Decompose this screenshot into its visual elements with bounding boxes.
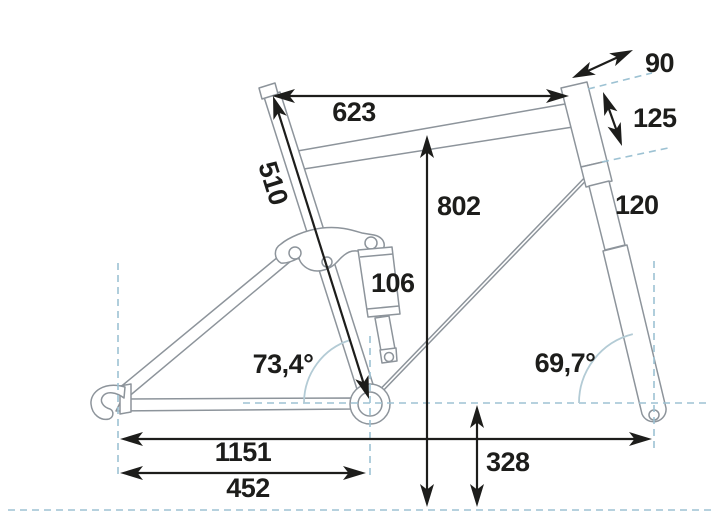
arrowhead bbox=[120, 432, 143, 446]
top-tube bbox=[285, 103, 574, 172]
arrowhead bbox=[470, 484, 484, 507]
rear-dropout-hook bbox=[90, 384, 126, 421]
head-angle-arc bbox=[578, 333, 634, 404]
arrowhead bbox=[470, 405, 484, 428]
chainstay-tube bbox=[115, 397, 354, 412]
rocker-pivot-left bbox=[288, 246, 302, 260]
shock-body bbox=[357, 246, 401, 318]
label-stem-length: 90 bbox=[645, 48, 674, 78]
label-fork-length: 120 bbox=[615, 190, 659, 220]
arrowhead bbox=[420, 135, 434, 158]
arrowhead bbox=[607, 121, 622, 146]
label-bb-height: 328 bbox=[486, 447, 530, 477]
rocker-pivot-right bbox=[364, 236, 378, 250]
label-standover-height: 802 bbox=[437, 191, 481, 221]
shock-shaft bbox=[374, 315, 396, 352]
arrowhead bbox=[603, 92, 618, 117]
arrowhead bbox=[629, 432, 652, 446]
head-tube-bottom-guide bbox=[601, 147, 669, 163]
label-head-tube-angle: 69,7° bbox=[535, 348, 596, 378]
arrowhead bbox=[272, 89, 295, 103]
dim-line-seat-tube bbox=[274, 104, 368, 392]
label-head-tube-length: 125 bbox=[633, 103, 677, 133]
dimension-arrowheads bbox=[120, 50, 652, 507]
shock-body-bottom-band bbox=[366, 305, 400, 310]
arrowhead bbox=[420, 484, 434, 507]
arrowhead bbox=[343, 466, 366, 480]
head-tube-top-guide bbox=[587, 72, 653, 90]
arrowhead bbox=[120, 466, 143, 480]
arrowhead bbox=[572, 61, 596, 78]
label-seat-tube-angle: 73,4° bbox=[253, 349, 314, 379]
arrowhead bbox=[546, 89, 569, 103]
fork-lower-leg bbox=[602, 244, 667, 423]
arrowhead bbox=[355, 374, 369, 399]
arrowhead bbox=[609, 50, 633, 67]
label-top-tube-length: 623 bbox=[332, 97, 376, 127]
label-wheelbase: 1151 bbox=[215, 437, 272, 467]
seat-angle-arc bbox=[303, 339, 351, 404]
shock-body-top-band bbox=[359, 253, 394, 258]
seat-tube-collar bbox=[258, 82, 279, 100]
shock-eyelet bbox=[383, 351, 395, 363]
label-shock-length: 106 bbox=[371, 268, 415, 298]
arrowhead bbox=[273, 96, 287, 121]
label-chainstay-length: 452 bbox=[226, 473, 270, 503]
fork-crown bbox=[580, 160, 613, 188]
bottom-bracket-bore bbox=[357, 391, 383, 417]
